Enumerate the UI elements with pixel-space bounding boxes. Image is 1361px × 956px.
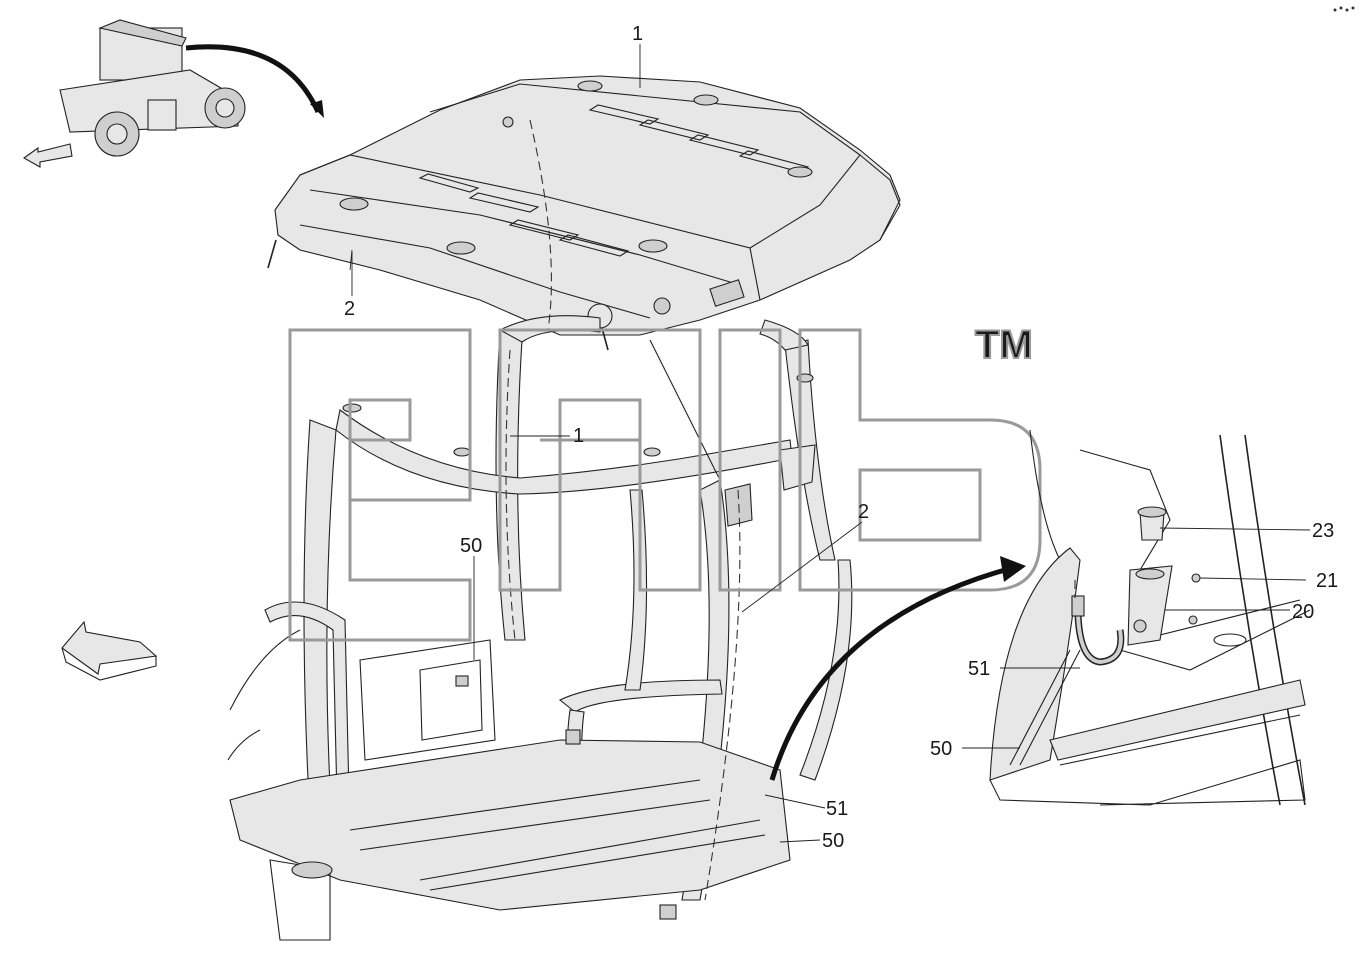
leader-lines (351, 44, 1311, 843)
callout-50-frame: 50 (460, 535, 482, 557)
callout-51-inset: 51 (968, 658, 990, 680)
callout-50-inset: 50 (930, 738, 952, 760)
callouts: 1 2 1 2 50 51 50 23 21 20 51 50 (344, 23, 1338, 852)
callout-50-floor: 50 (822, 830, 844, 852)
direction-arrow-thumbnail (22, 143, 73, 168)
cab-roof (267, 75, 901, 351)
view-arrow-inset-head (1000, 556, 1026, 582)
direction-arrow-main (61, 620, 158, 681)
view-arrow-inset (769, 565, 1013, 781)
watermark-tm: TM (975, 323, 1033, 367)
callout-1-roof: 1 (632, 23, 643, 45)
view-arrow-top-head (310, 100, 324, 118)
corner-mark (1333, 6, 1355, 12)
watermark-logo: TM (288, 322, 1042, 642)
callout-2-roof: 2 (344, 298, 355, 320)
cab-frame (227, 119, 853, 941)
callout-2-frame: 2 (858, 501, 869, 523)
callout-51-frame: 51 (826, 798, 848, 820)
callout-20-inset: 20 (1292, 601, 1314, 623)
callout-1-frame: 1 (573, 425, 584, 447)
callout-21-inset: 21 (1316, 570, 1338, 592)
callout-23-inset: 23 (1312, 520, 1334, 542)
inset-detail (989, 429, 1311, 806)
machine-thumbnail (59, 19, 246, 157)
view-arrow-top (185, 44, 321, 114)
